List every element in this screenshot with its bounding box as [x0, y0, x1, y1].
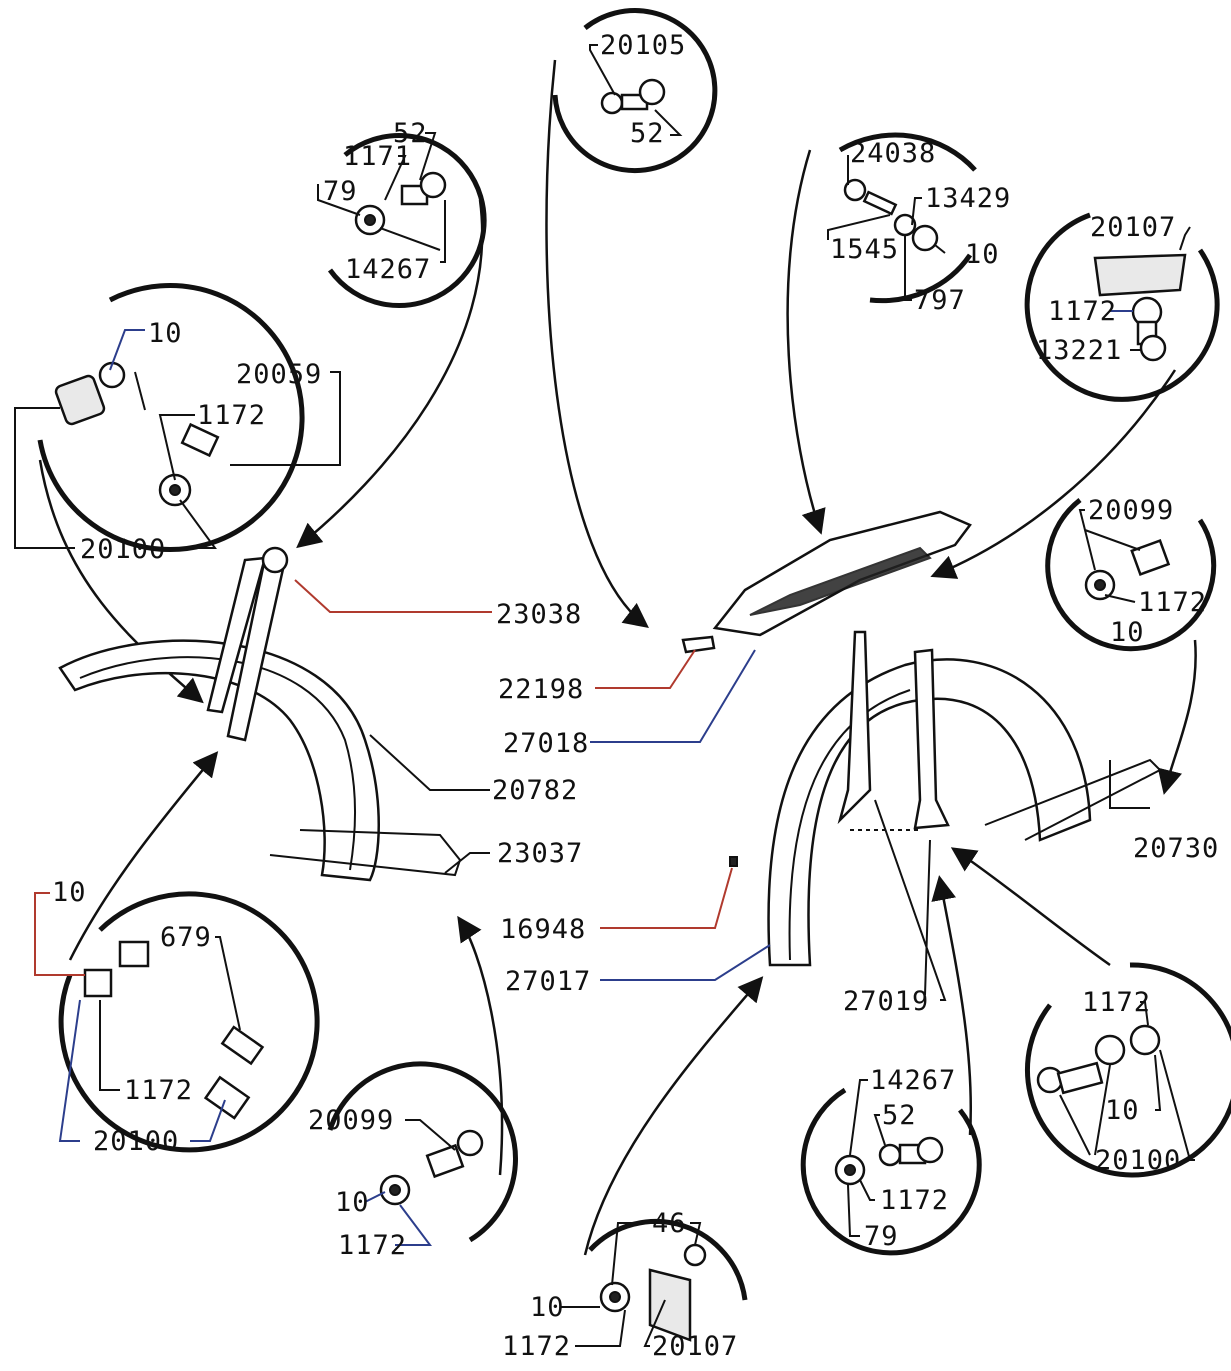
label-c-d-20107: 20107 — [1090, 212, 1176, 243]
label-c-h-20107: 20107 — [652, 1331, 738, 1362]
label-c-e-1172: 1172 — [1138, 587, 1207, 618]
label-c-f-679: 679 — [160, 922, 212, 953]
chain-guard — [712, 510, 972, 637]
label-c-d-13221: 13221 — [1036, 335, 1122, 366]
label-c-i-79: 79 — [864, 1221, 899, 1252]
label-c-c-24038: 24038 — [850, 138, 936, 169]
hardware-a — [354, 171, 447, 236]
label-main-23037: 23037 — [497, 838, 583, 869]
label-c-c-10: 10 — [965, 239, 1000, 270]
label-c-d-1172: 1172 — [1048, 296, 1117, 327]
clip-part — [681, 635, 716, 654]
detail-circle-i — [800, 1087, 982, 1256]
label-c-b-10: 10 — [148, 318, 183, 349]
small-bolt — [729, 856, 738, 867]
mudguard-stay-front — [206, 546, 289, 742]
label-c-e-10: 10 — [1110, 617, 1145, 648]
label-c-c-797: 797 — [914, 285, 966, 316]
detail-circle-d — [1024, 212, 1220, 402]
leader-lines — [14, 44, 1195, 1347]
detail-circle-h — [588, 1219, 748, 1301]
label-c-b-20100: 20100 — [80, 534, 166, 565]
label-main-23038: 23038 — [496, 599, 582, 630]
hardware-h — [599, 1243, 707, 1342]
label-c-i-1172: 1172 — [880, 1185, 949, 1216]
detail-circle-f — [58, 891, 320, 1153]
rear-mudguard — [767, 658, 1092, 967]
label-main-16948: 16948 — [500, 914, 586, 945]
label-c-b-1172: 1172 — [197, 400, 266, 431]
detail-circle-e — [1045, 498, 1217, 652]
detail-circle-j — [1025, 962, 1231, 1178]
label-c-top-52: 52 — [630, 118, 665, 149]
label-c-g-1172: 1172 — [338, 1230, 407, 1261]
label-c-e-20099: 20099 — [1088, 495, 1174, 526]
detail-circle-g — [327, 1061, 518, 1243]
label-c-g-10: 10 — [335, 1187, 370, 1218]
label-c-j-1172: 1172 — [1082, 987, 1151, 1018]
label-c-a-79: 79 — [323, 176, 358, 207]
label-main-27018: 27018 — [503, 728, 589, 759]
label-c-f-10: 10 — [52, 877, 87, 908]
label-c-i-52: 52 — [882, 1100, 917, 1131]
label-main-27019: 27019 — [843, 986, 929, 1017]
detail-circle-b — [37, 283, 305, 552]
hardware-e — [1084, 538, 1171, 601]
label-c-b-20059: 20059 — [236, 359, 322, 390]
label-c-j-10: 10 — [1105, 1095, 1140, 1126]
hardware-f — [83, 940, 265, 1120]
label-c-f-1172: 1172 — [124, 1075, 193, 1106]
hardware-d — [1093, 253, 1187, 362]
label-c-a-14267: 14267 — [345, 254, 431, 285]
label-main-20782: 20782 — [492, 775, 578, 806]
hardware-c — [843, 178, 939, 252]
label-main-20730: 20730 — [1133, 833, 1219, 864]
label-c-c-1545: 1545 — [830, 234, 899, 265]
stay-wire-rear — [984, 758, 1162, 841]
part-number-labels: 20105 52 52 1171 79 14267 10 20059 1172 … — [52, 30, 1219, 1362]
detail-circle-top-center — [552, 8, 718, 173]
hardware-i — [834, 1136, 944, 1186]
label-main-27017: 27017 — [505, 966, 591, 997]
label-c-f-20100: 20100 — [93, 1126, 179, 1157]
hardware-j — [1036, 1024, 1161, 1095]
detail-circle-c — [838, 132, 977, 304]
label-c-a-1171: 1171 — [343, 141, 412, 172]
label-c-top-20105: 20105 — [600, 30, 686, 61]
connector-arrows — [38, 59, 1197, 1256]
hardware-b — [54, 361, 220, 507]
label-c-c-13429: 13429 — [925, 183, 1011, 214]
label-c-h-46: 46 — [652, 1208, 687, 1239]
hardware-top-center — [600, 78, 666, 115]
label-c-g-20099: 20099 — [308, 1105, 394, 1136]
hardware-g — [379, 1129, 484, 1206]
label-c-i-14267: 14267 — [870, 1065, 956, 1096]
rear-mudguard-stays — [837, 630, 950, 831]
label-main-22198: 22198 — [498, 674, 584, 705]
label-c-h-10: 10 — [530, 1292, 565, 1323]
label-c-a-52: 52 — [393, 118, 428, 149]
label-c-h-1172: 1172 — [502, 1331, 571, 1362]
label-c-j-20100: 20100 — [1095, 1145, 1181, 1176]
